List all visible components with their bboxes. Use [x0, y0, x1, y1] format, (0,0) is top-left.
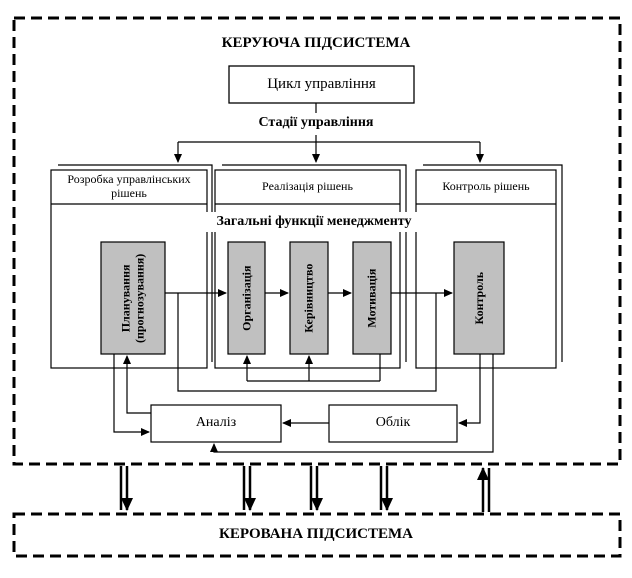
- cycle-label: Цикл управління: [267, 75, 376, 92]
- motivation-box: [352, 241, 392, 355]
- analysis-box: [150, 404, 282, 443]
- leadership-label-wrap: Керівництво: [290, 242, 328, 354]
- stages-label: Стадії управління: [240, 113, 392, 133]
- stage-arrows: [174, 103, 484, 163]
- planning-label-wrap: Планування (прогнозування): [101, 242, 165, 354]
- analysis-label: Аналіз: [195, 415, 237, 431]
- accounting-label: Облік: [375, 415, 411, 431]
- subsystem-arrows: [119, 466, 491, 512]
- controlled-subsystem-boundary: [12, 512, 622, 558]
- control-label-wrap: Контроль: [454, 242, 504, 354]
- cycle-box: [228, 65, 415, 104]
- organization-box: [227, 241, 266, 355]
- planning-label: Планування (прогнозування): [118, 253, 148, 343]
- stage-label-control: Контроль рішень: [442, 179, 530, 194]
- leadership-label: Керівництво: [301, 263, 316, 333]
- stage-label-development: Розробка управлінських рішень: [67, 172, 191, 200]
- control-subsystem-title: КЕРУЮЧА ПІДСИСТЕМА: [221, 35, 411, 52]
- organization-label: Організація: [239, 265, 254, 331]
- flow-connectors: [113, 289, 494, 453]
- motivation-label-wrap: Мотивація: [353, 242, 391, 354]
- functions-label: Загальні функції менеджменту: [168, 212, 460, 232]
- planning-box: [100, 241, 166, 355]
- organization-label-wrap: Організація: [228, 242, 265, 354]
- controlled-subsystem-title: КЕРОВАНА ПІДСИСТЕМА: [219, 526, 413, 543]
- control-box: [453, 241, 505, 355]
- control-subsystem-boundary: [12, 16, 622, 466]
- stage-label-implementation: Реалізація рішень: [262, 179, 353, 194]
- leadership-box: [289, 241, 329, 355]
- motivation-label: Мотивація: [364, 268, 379, 328]
- control-label: Контроль: [471, 271, 486, 325]
